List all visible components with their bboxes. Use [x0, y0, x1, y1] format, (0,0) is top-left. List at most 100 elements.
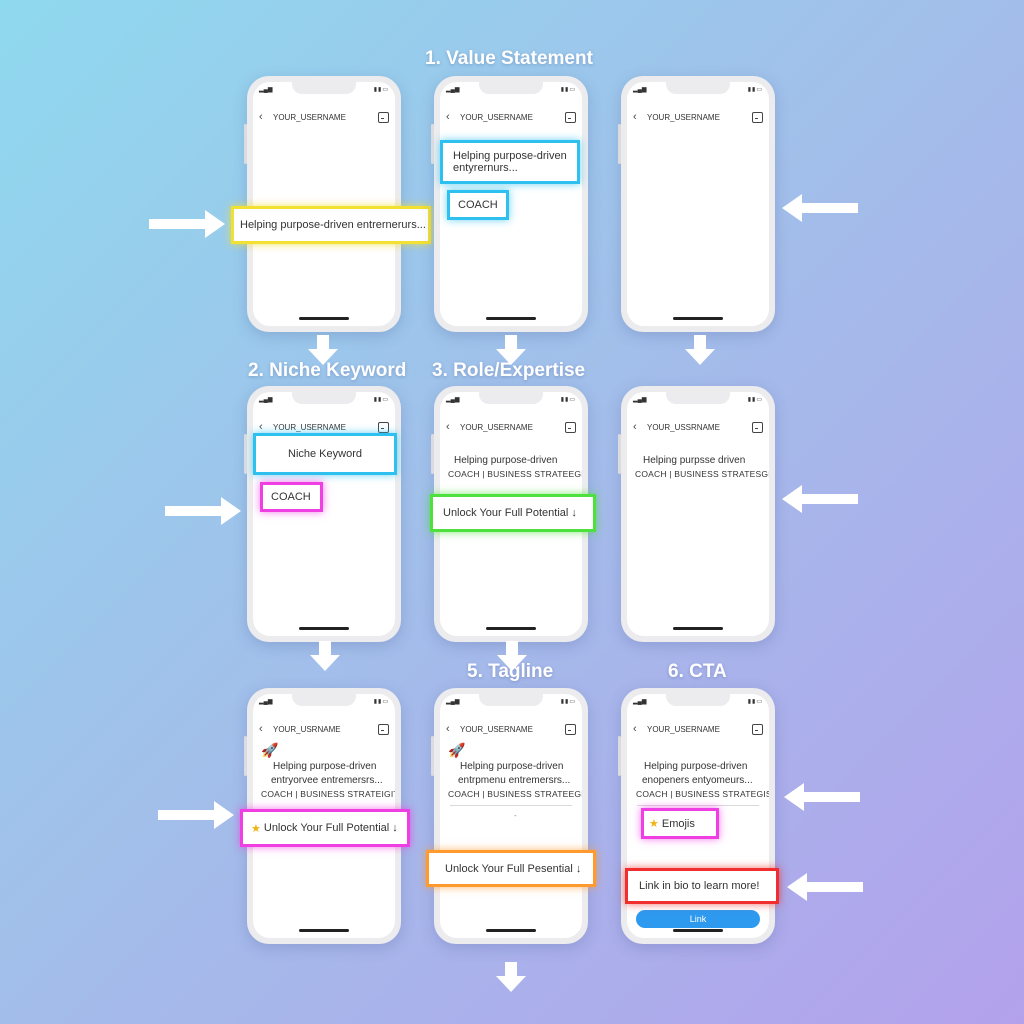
- tagline-text: Unlock Your Full Potential ↓: [263, 822, 398, 834]
- signal-icon: ▂▄▆: [633, 397, 647, 403]
- igtv-icon[interactable]: [752, 421, 763, 433]
- username: YOUR_USERNAME: [273, 112, 346, 122]
- right-arrow-icon: [149, 210, 225, 238]
- phone-mockup-1: ▂▄▆ ▮▮▭ ‹ YOUR_USERNAME: [244, 76, 401, 332]
- igtv-icon[interactable]: [565, 421, 576, 433]
- phone-notch: [666, 694, 730, 706]
- home-indicator: [673, 627, 723, 630]
- back-icon[interactable]: ‹: [446, 723, 450, 735]
- bio-line-1: Helping purpose-driven: [644, 761, 748, 772]
- username: YOUR_USERNAME: [460, 724, 533, 734]
- signal-icon: ▂▄▆: [446, 87, 460, 93]
- home-indicator: [299, 929, 349, 932]
- bio-line-1: Helping purpose-driven: [454, 455, 558, 466]
- down-arrow-icon: [685, 335, 715, 365]
- profile-header: ‹ YOUR_USERNAME: [633, 722, 763, 736]
- bio-line-2: entrpmenu entremersrs...: [458, 775, 571, 786]
- phone-notch: [666, 392, 730, 404]
- niche-keyword-highlight: Niche Keyword: [253, 433, 397, 475]
- left-arrow-icon: [782, 485, 858, 513]
- username: YOUR_USERNAME: [273, 422, 346, 432]
- profile-header: ‹ YOUR_USERNAME: [259, 110, 389, 124]
- phone-mockup-8: ▂▄▆ ▮▮▭ ‹ YOUR_USERNAME 🚀 Helping purpos…: [431, 688, 588, 944]
- username: YOUR_USERNAME: [647, 724, 720, 734]
- left-arrow-icon: [784, 783, 860, 811]
- igtv-icon[interactable]: [378, 111, 389, 123]
- step-label-niche-keyword: 2. Niche Keyword: [248, 360, 407, 381]
- igtv-icon[interactable]: [565, 723, 576, 735]
- home-indicator: [673, 929, 723, 932]
- right-arrow-icon: [158, 801, 234, 829]
- phone-mockup-4: ▂▄▆ ▮▮▭ ‹ YOUR_USERNAME: [244, 386, 401, 642]
- value-statement-highlight: Helping purpose-driven entyrernurs...: [440, 140, 580, 184]
- igtv-icon[interactable]: [752, 111, 763, 123]
- bio-line-1: Helping purpose-driven: [460, 761, 564, 772]
- emojis-highlight: ★ Emojis: [641, 808, 719, 839]
- igtv-icon[interactable]: [752, 723, 763, 735]
- phone-notch: [479, 82, 543, 94]
- step-label-tagline: 5. Tagline: [467, 661, 554, 682]
- star-icon: ★: [251, 822, 261, 835]
- bio-divider: [637, 805, 759, 806]
- back-icon[interactable]: ‹: [446, 421, 450, 433]
- phone-notch: [666, 82, 730, 94]
- igtv-icon[interactable]: [378, 421, 389, 433]
- step-label-role-expertise: 3. Role/Expertise: [432, 360, 586, 381]
- back-icon[interactable]: ‹: [446, 111, 450, 123]
- step-label-cta: 6. CTA: [668, 661, 727, 682]
- home-indicator: [486, 929, 536, 932]
- battery-icon: ▮▮▭: [560, 699, 576, 705]
- signal-icon: ▂▄▆: [633, 699, 647, 705]
- bio-line-2: entryorvee entremersrs...: [271, 775, 383, 786]
- signal-icon: ▂▄▆: [633, 87, 647, 93]
- bio-role-line: COACH | BUSINESS STRATEGIST: [636, 789, 769, 799]
- home-indicator: [299, 317, 349, 320]
- profile-header: ‹ YOUR_USRNAME: [259, 722, 389, 736]
- back-icon[interactable]: ‹: [259, 421, 263, 433]
- battery-icon: ▮▮▭: [747, 699, 763, 705]
- back-icon[interactable]: ‹: [633, 111, 637, 123]
- username: YOUR_USERNAME: [460, 112, 533, 122]
- profile-header: ‹ YOUR_USERNAME: [446, 420, 576, 434]
- profile-header: ‹ YOUR_USERNAME: [446, 110, 576, 124]
- username: YOUR_USERNAME: [647, 112, 720, 122]
- profile-header: ‹ YOUR_USERNAME: [446, 722, 576, 736]
- phone-notch: [292, 82, 356, 94]
- down-arrow-icon: [497, 641, 527, 671]
- down-arrow-icon: [496, 962, 526, 992]
- home-indicator: [486, 317, 536, 320]
- battery-icon: ▮▮▭: [747, 87, 763, 93]
- signal-icon: ▂▄▆: [446, 699, 460, 705]
- battery-icon: ▮▮▭: [373, 699, 389, 705]
- phone-screen: ▂▄▆ ▮▮▭ ‹ YOUR_USERNAME 🚀 Helping purpos…: [440, 694, 582, 938]
- phone-notch: [292, 694, 356, 706]
- bio-line-2: enopeners entyomeurs...: [642, 775, 753, 786]
- step-label-value-statement: 1. Value Statement: [425, 48, 593, 69]
- star-icon: ★: [649, 818, 659, 830]
- phone-notch: [479, 392, 543, 404]
- phone-screen: ▂▄▆ ▮▮▭ ‹ YOUR_USERNAME: [627, 82, 769, 326]
- igtv-icon[interactable]: [378, 723, 389, 735]
- value-line-2: entyrernurs...: [453, 162, 518, 174]
- bio-role-line: COACH | BUSINESS STRATEIGIT: [261, 789, 395, 799]
- tagline-highlight: Unlock Your Full Pesential ↓: [426, 850, 596, 887]
- bio-line-1: Helping purpsse driven: [643, 455, 746, 466]
- battery-icon: ▮▮▭: [560, 87, 576, 93]
- profile-header: ‹ YOUR_USERNAME: [633, 110, 763, 124]
- home-indicator: [673, 317, 723, 320]
- profile-header: ‹ YOUR_USSRNAME: [633, 420, 763, 434]
- tagline-highlight: Unlock Your Full Potential ↓: [430, 494, 596, 532]
- value-statement-highlight: Helping purpose-driven entrernerurs...: [231, 206, 431, 244]
- back-icon[interactable]: ‹: [633, 723, 637, 735]
- back-icon[interactable]: ‹: [259, 723, 263, 735]
- link-button[interactable]: Link: [636, 910, 760, 928]
- battery-icon: ▮▮▭: [747, 397, 763, 403]
- bio-role-line: COACH | BUSINESS STRATEEGIT: [448, 789, 582, 799]
- back-icon[interactable]: ‹: [259, 111, 263, 123]
- cta-highlight: Link in bio to learn more!: [625, 868, 779, 904]
- back-icon[interactable]: ‹: [633, 421, 637, 433]
- signal-icon: ▂▄▆: [446, 397, 460, 403]
- bio-role-line: COACH | BUSINESS STRATESGIT: [635, 469, 769, 479]
- igtv-icon[interactable]: [565, 111, 576, 123]
- separator-dot: -: [514, 811, 517, 820]
